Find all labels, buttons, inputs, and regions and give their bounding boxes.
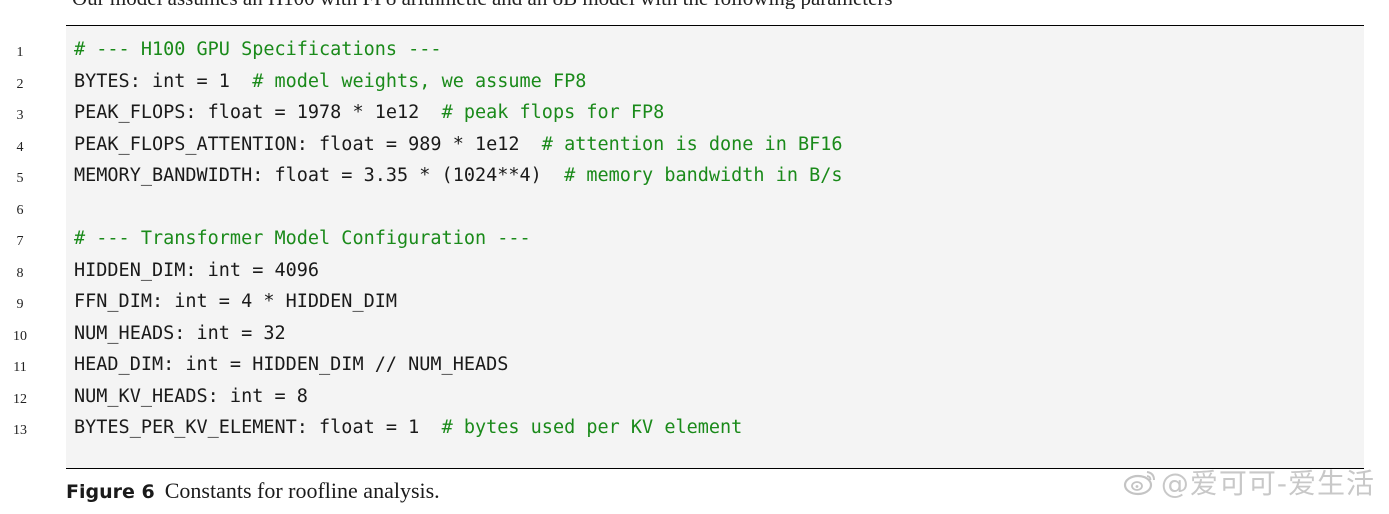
line-number: 8 [16, 265, 24, 281]
code-statement: BYTES_PER_KV_ELEMENT: float = 1 [74, 417, 442, 438]
code-text: HIDDEN_DIM: int = 4096 [74, 257, 319, 285]
code-text: FFN_DIM: int = 4 * HIDDEN_DIM [74, 288, 397, 316]
line-number: 6 [16, 202, 24, 218]
weibo-icon [1123, 468, 1157, 503]
code-statement: FFN_DIM: int = 4 * HIDDEN_DIM [74, 291, 398, 312]
code-text: MEMORY_BANDWIDTH: float = 3.35 * (1024**… [74, 162, 843, 190]
code-comment: # --- H100 GPU Specifications --- [74, 39, 442, 60]
code-text: NUM_HEADS: int = 32 [74, 320, 286, 348]
code-statement: NUM_KV_HEADS: int = 8 [74, 385, 308, 407]
line-number: 4 [16, 139, 24, 155]
code-line: 8 HIDDEN_DIM: int = 4096 [0, 257, 1389, 289]
figure-caption-text: Constants for roofline analysis. [164, 478, 440, 503]
code-line: 9 FFN_DIM: int = 4 * HIDDEN_DIM [0, 288, 1389, 320]
previous-paragraph-fragment: Our model assumes an H100 with FP8 arith… [72, 0, 1389, 9]
code-statement: HEAD_DIM: int = HIDDEN_DIM // NUM_HEADS [74, 354, 509, 375]
line-number: 5 [16, 171, 24, 186]
code-line: 6 [0, 194, 1389, 226]
line-number: 13 [13, 423, 27, 438]
line-number: 3 [16, 108, 24, 123]
line-number: 9 [16, 297, 24, 312]
watermark: @爱可可-爱生活 [1123, 462, 1375, 503]
code-line: 1 # --- H100 GPU Specifications --- [0, 36, 1389, 68]
code-line: 13 BYTES_PER_KV_ELEMENT: float = 1 # byte… [0, 414, 1389, 446]
code-line: 3 PEAK_FLOPS: float = 1978 * 1e12 # peak … [0, 99, 1389, 131]
figure-label: Figure 6 [66, 481, 155, 503]
code-statement: NUM_HEADS: int = 32 [74, 322, 286, 344]
code-text: NUM_KV_HEADS: int = 8 [74, 383, 308, 411]
line-number: 11 [13, 360, 27, 375]
code-statement: HIDDEN_DIM: int = 4096 [74, 259, 320, 281]
code-line: 10 NUM_HEADS: int = 32 [0, 320, 1389, 352]
code-line: 7 # --- Transformer Model Configuration -… [0, 225, 1389, 257]
code-comment: # bytes used per KV element [441, 417, 743, 438]
code-text: PEAK_FLOPS: float = 1978 * 1e12 # peak f… [74, 99, 664, 127]
code-statement: MEMORY_BANDWIDTH: float = 3.35 * (1024**… [74, 165, 565, 186]
code-line: 2 BYTES: int = 1 # model weights, we assu… [0, 68, 1389, 100]
line-number: 12 [13, 391, 27, 407]
code-listing [66, 25, 1364, 469]
line-number: 1 [16, 45, 24, 60]
code-statement: PEAK_FLOPS_ATTENTION: float = 989 * 1e12 [74, 133, 542, 155]
code-text: # --- Transformer Model Configuration --… [74, 225, 531, 253]
code-text: HEAD_DIM: int = HIDDEN_DIM // NUM_HEADS [74, 351, 508, 379]
code-statement: BYTES: int = 1 [74, 70, 253, 92]
line-number: 10 [13, 328, 27, 344]
code-line: 12 NUM_KV_HEADS: int = 8 [0, 383, 1389, 415]
code-comment: # memory bandwidth in B/s [564, 165, 843, 186]
watermark-text: @爱可可-爱生活 [1160, 467, 1375, 500]
code-line: 11 HEAD_DIM: int = HIDDEN_DIM // NUM_HEAD… [0, 351, 1389, 383]
code-text: # --- H100 GPU Specifications --- [74, 36, 442, 64]
code-line: 5 MEMORY_BANDWIDTH: float = 3.35 * (1024*… [0, 162, 1389, 194]
figure-caption: Figure 6 Constants for roofline analysis. [66, 478, 440, 504]
code-text: BYTES: int = 1 # model weights, we assum… [74, 68, 586, 96]
code-text: BYTES_PER_KV_ELEMENT: float = 1 # bytes … [74, 414, 742, 442]
code-statement: PEAK_FLOPS: float = 1978 * 1e12 [74, 102, 442, 123]
code-comment: # --- Transformer Model Configuration --… [74, 228, 531, 249]
code-comment: # model weights, we assume FP8 [252, 70, 587, 92]
code-comment: # peak flops for FP8 [441, 102, 665, 123]
code-line: 4 PEAK_FLOPS_ATTENTION: float = 989 * 1e1… [0, 131, 1389, 163]
line-number: 7 [16, 234, 24, 249]
line-number: 2 [16, 76, 24, 92]
code-comment: # attention is done in BF16 [541, 133, 843, 155]
code-text: PEAK_FLOPS_ATTENTION: float = 989 * 1e12… [74, 131, 843, 159]
